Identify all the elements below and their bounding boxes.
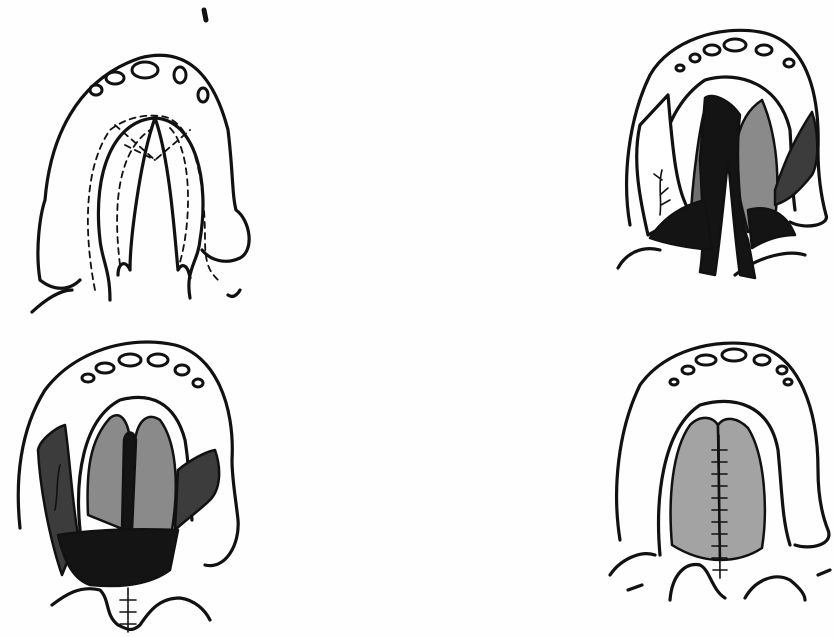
central-flap-right [130,417,176,530]
tooth-socket [690,54,700,62]
tooth-socket [722,349,746,361]
tooth-socket [777,366,787,374]
tooth-socket [119,354,141,366]
incision-line-inner [117,128,188,265]
tooth-socket [106,72,124,84]
panel-bottom-left [18,342,238,632]
tooth-socket [724,39,746,51]
posterior-flap [58,529,178,586]
panel-top-left [32,55,249,312]
closed-flap-right [718,419,765,560]
tooth-socket [82,374,94,382]
tooth-socket [682,366,694,374]
lateral-flap-right [775,112,817,205]
tooth-socket [90,85,102,95]
tooth-socket [96,363,114,373]
tooth-socket [704,45,720,55]
incision-line-outer [88,116,218,290]
closed-flap-left [671,418,720,560]
tooth-socket [784,59,794,67]
tooth-socket [756,45,772,55]
palate-outline [38,55,249,288]
tooth-socket [132,62,158,78]
tooth-socket [754,355,770,365]
panel-bottom-right [610,343,830,600]
tooth-socket [676,65,684,71]
tooth-socket [174,67,186,83]
panel-top-right [618,30,826,278]
tooth-socket [784,379,792,385]
tooth-socket [696,355,716,365]
ink-mark [204,10,206,20]
tooth-socket [148,354,168,366]
tooth-socket [193,379,203,387]
lateral-flap-right [175,450,219,530]
posterior-flap-right [748,208,795,248]
cleft-outline [98,118,203,300]
tooth-socket [670,379,678,385]
cleft-split [122,433,136,531]
tooth-socket [198,88,208,102]
palate-lower-lip [32,290,240,312]
tooth-socket [175,365,189,375]
